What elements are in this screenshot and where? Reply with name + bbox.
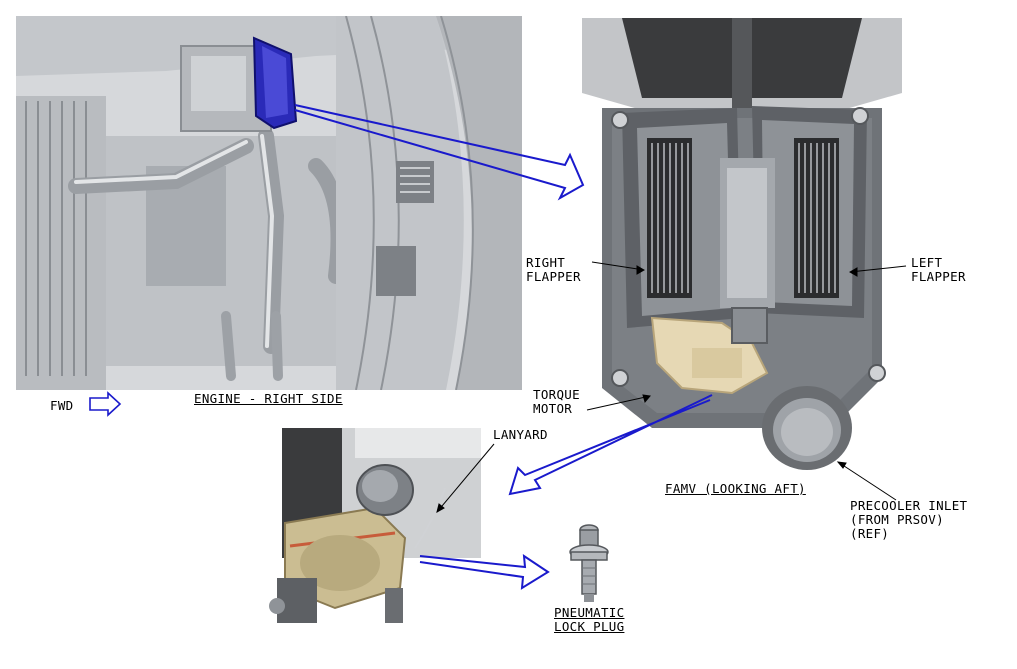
torque-motor-label: TORQUE MOTOR xyxy=(533,387,580,416)
precooler-inlet-label: PRECOOLER INLET (FROM PRSOV) (REF) xyxy=(850,498,968,541)
right-flapper-label: RIGHT FLAPPER xyxy=(526,255,581,284)
famv-view-title: FAMV (LOOKING AFT) xyxy=(665,481,806,496)
callout-arrow-engine-to-famv xyxy=(294,104,585,201)
callout-arrow-famv-to-detail xyxy=(508,394,713,496)
callout-arrow-detail-to-plug xyxy=(419,554,550,590)
famv-looking-aft-image xyxy=(582,18,902,478)
fwd-label: FWD xyxy=(50,398,74,413)
engine-right-side-image xyxy=(16,16,522,390)
pneumatic-lock-plug-image xyxy=(568,522,610,604)
pneumatic-lock-plug-label: PNEUMATIC LOCK PLUG xyxy=(554,605,625,634)
engine-view-title: ENGINE - RIGHT SIDE xyxy=(194,391,343,406)
left-flapper-label: LEFT FLAPPER xyxy=(911,255,966,284)
lanyard-detail-image xyxy=(265,428,481,630)
lanyard-label: LANYARD xyxy=(493,427,548,442)
fwd-arrow-icon xyxy=(89,391,122,417)
